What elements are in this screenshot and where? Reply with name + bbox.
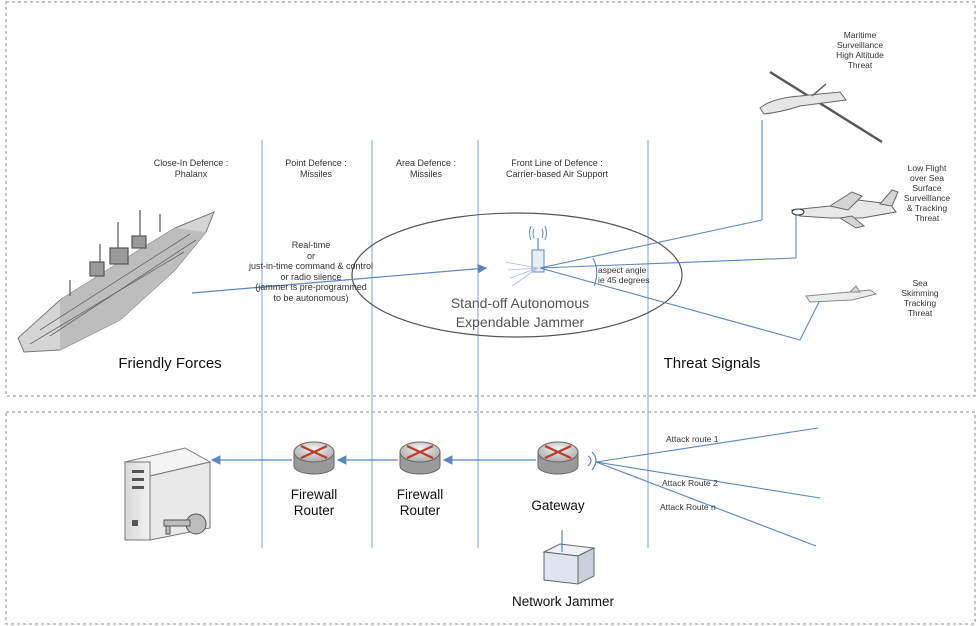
zone-label-close-in: Close-In Defence : Phalanx: [153, 158, 229, 179]
zone-lines: [261, 140, 649, 548]
threat-label-maritime: Maritime Surveillance High Altitude Thre…: [836, 30, 884, 71]
command-control-text: Real-time or just-in-time command & cont…: [248, 240, 374, 304]
friendly-ship-image: [17, 210, 215, 353]
threat-lines: [539, 120, 821, 341]
jammer-antenna-icon: [504, 225, 547, 287]
bottom-panel: [5, 411, 976, 625]
gateway-label: Gateway: [531, 498, 585, 513]
attack-route-lines: [595, 427, 821, 547]
aspect-angle-label: aspect angle ie 45 degrees: [598, 265, 650, 286]
jammer-label: Stand-off Autonomous Expendable Jammer: [450, 295, 590, 330]
key-icon: [163, 513, 207, 535]
zone-label-point: Point Defence : Missiles: [285, 158, 347, 179]
jammer-zone-ellipse: [351, 212, 683, 338]
threat-signals-label: Threat Signals: [663, 355, 761, 372]
server-icon: [123, 447, 212, 541]
attack-route-1-label: Attack route 1: [666, 434, 719, 444]
threat-label-sea-skimming: Sea Skimming Tracking Threat: [901, 278, 939, 319]
attack-route-2-label: Attack Route 2: [662, 478, 718, 488]
gateway-router-icon: [537, 441, 597, 475]
threat-label-low-flight: Low Flight over Sea Surface Surveillance…: [903, 163, 951, 224]
missile-threat-image: [805, 285, 878, 303]
firewall-router-2-label: Firewall Router: [396, 487, 444, 518]
friendly-forces-label: Friendly Forces: [118, 355, 222, 372]
firewall-router-2-icon: [399, 441, 441, 475]
firewall-router-1-icon: [293, 441, 335, 475]
zone-label-area: Area Defence : Missiles: [395, 158, 457, 179]
uav-threat-image: [759, 70, 883, 144]
attack-route-n-label: Attack Route n: [660, 502, 716, 512]
network-jammer-label: Network Jammer: [511, 594, 614, 609]
jet-threat-image: [790, 189, 899, 229]
top-panel: [5, 1, 976, 397]
firewall-router-1-label: Firewall Router: [290, 487, 338, 518]
zone-label-front-line: Front Line of Defence : Carrier-based Ai…: [505, 158, 609, 179]
command-link-line: [191, 263, 488, 294]
network-jammer-icon: [542, 530, 596, 585]
